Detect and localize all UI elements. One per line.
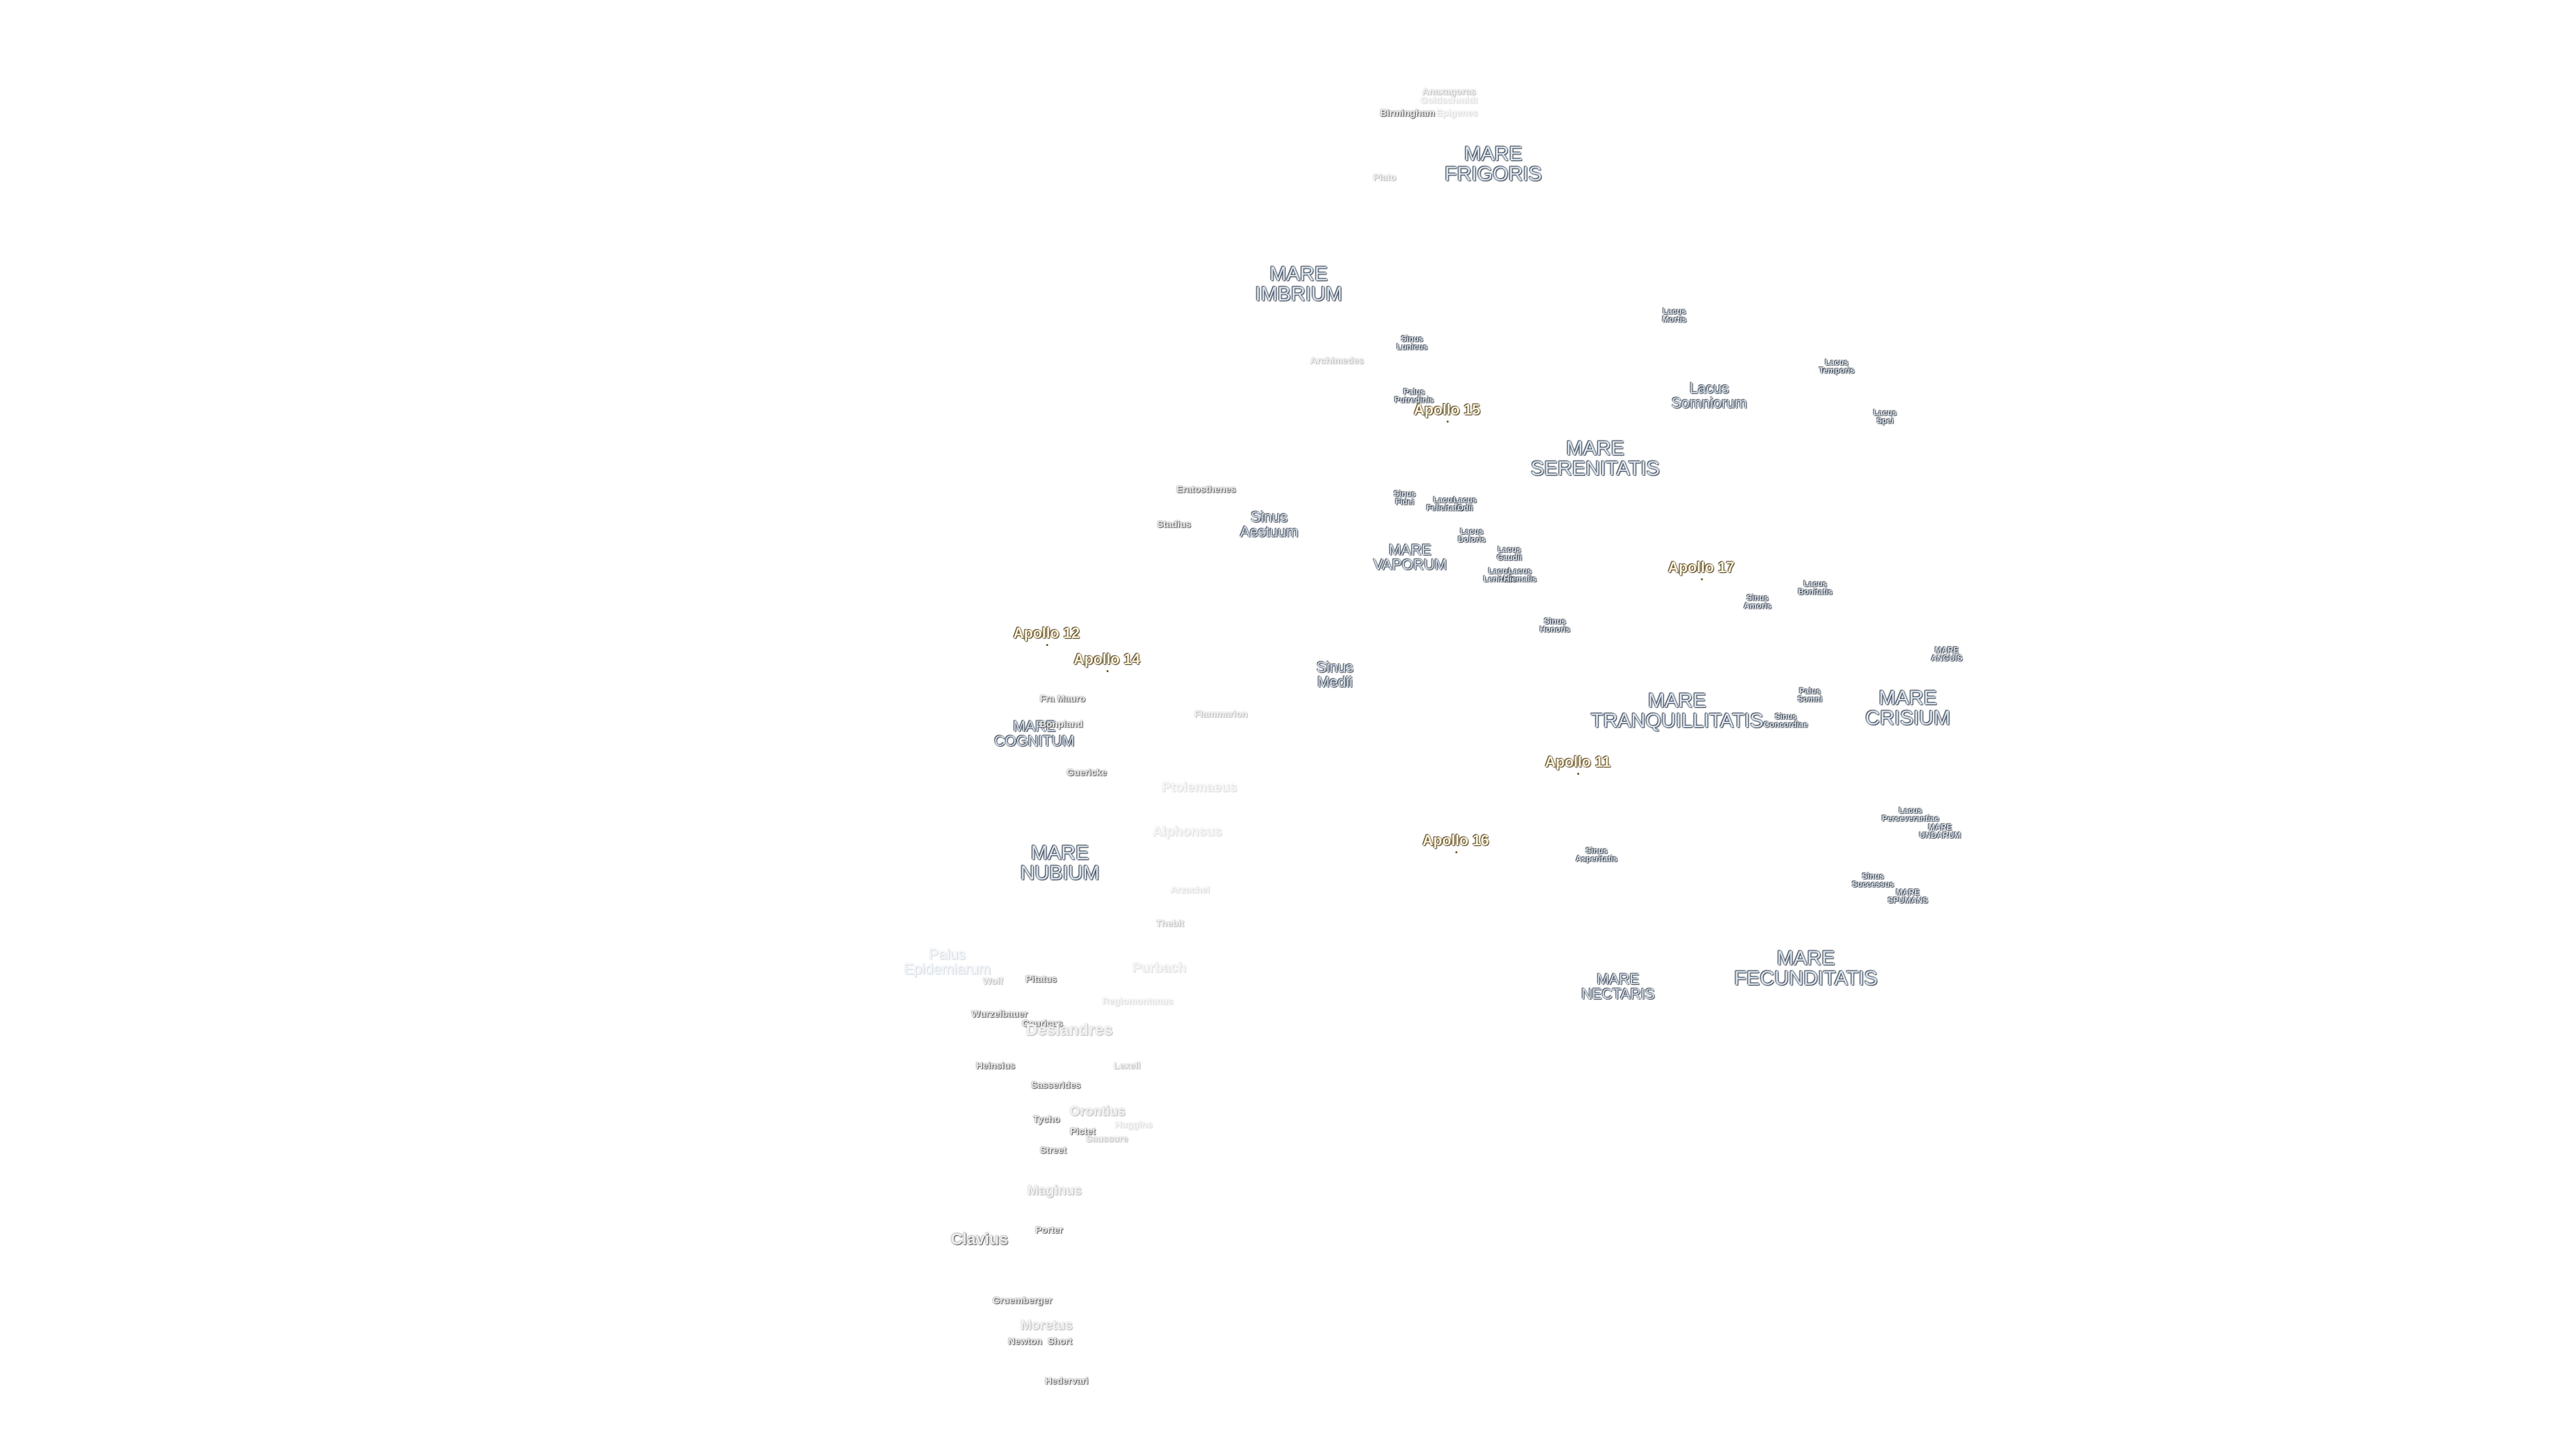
label-tycho: Tycho — [1032, 1114, 1061, 1124]
label-short: Short — [1047, 1336, 1073, 1346]
label-mare-serenitatis: MARE SERENITATIS — [1530, 437, 1660, 480]
label-palus-epidemiarum: Palus Epidemiarum — [904, 946, 991, 977]
label-thebit: Thebit — [1156, 918, 1184, 928]
label-clavius: Clavius — [951, 1230, 1008, 1248]
label-sinus-aestuum: Sinus Aestuum — [1240, 508, 1299, 540]
label-sinus-asperitatis: Sinus Asperitatis — [1575, 846, 1618, 863]
label-lacus-temporis: Lacus Temporis — [1819, 358, 1855, 375]
label-mare-tranquillitatis: MARE TRANQUILLITATIS — [1591, 690, 1764, 732]
label-apollo-14[interactable]: Apollo 14 — [1073, 651, 1140, 672]
label-moretus: Moretus — [1020, 1318, 1073, 1333]
label-eratosthenes: Eratosthenes — [1176, 484, 1236, 494]
label-mare-spumans: MARE SPUMANS — [1887, 888, 1929, 905]
label-palus-somni: Palus Somni — [1797, 686, 1823, 704]
label-lacus-gaudii: Lacus Gaudii — [1497, 545, 1522, 562]
label-porter: Porter — [1035, 1224, 1063, 1235]
label-mare-vaporum: MARE VAPORUM — [1373, 541, 1447, 573]
label-goldschmidt: Goldschmidt — [1420, 95, 1478, 105]
label-mare-imbrium: MARE IMBRIUM — [1255, 263, 1342, 305]
label-guericke: Guericke — [1067, 767, 1107, 777]
label-mare-anguis: MARE ANGUIS — [1931, 645, 1963, 663]
label-lacus-felicitatis: Lacus Felicitatis — [1426, 495, 1464, 513]
label-stadius: Stadius — [1157, 519, 1191, 529]
label-lacus-bonitatis: Lacus Bonitatis — [1798, 579, 1833, 596]
label-deslandres: Deslandres — [1026, 1021, 1113, 1039]
label-pictet: Pictet — [1069, 1126, 1096, 1136]
label-lacus-hiemalis: Lacus Hiemalis — [1503, 566, 1537, 584]
label-plato: Plato — [1373, 172, 1397, 182]
label-mare-nectaris: MARE NECTARIS — [1581, 971, 1655, 1002]
label-arzachel: Arzachel — [1170, 884, 1210, 895]
label-apollo-15[interactable]: Apollo 15 — [1413, 401, 1481, 423]
label-ptolemaeus: Ptolemaeus — [1161, 780, 1238, 795]
label-birmingham: Birmingham — [1380, 107, 1435, 118]
label-apollo-11[interactable]: Apollo 11 — [1545, 753, 1611, 775]
label-mare-nubium: MARE NUBIUM — [1020, 842, 1100, 884]
label-gauricus: Gauricus — [1022, 1018, 1063, 1028]
label-anaxagoras: Anaxagoras — [1421, 86, 1477, 97]
label-regiomontanus: Regiomontanus — [1102, 996, 1173, 1006]
label-mare-crisium: MARE CRISIUM — [1865, 687, 1951, 729]
label-purbach: Purbach — [1132, 961, 1187, 975]
label-sinus-concordiae: Sinus Concordiae — [1763, 712, 1809, 729]
label-huggins: Huggins — [1115, 1119, 1152, 1130]
label-fra-mauro: Fra Mauro — [1040, 693, 1085, 704]
label-lexell: Lexell — [1114, 1060, 1140, 1071]
label-epigenes: Epigenes — [1436, 107, 1479, 118]
label-lacus-somniorum: Lacus Somniorum — [1671, 380, 1748, 411]
label-pitatus: Pitatus — [1025, 973, 1057, 984]
label-saussure: Saussure — [1085, 1133, 1128, 1144]
label-lacus-doloris: Lacus Doloris — [1458, 527, 1486, 544]
label-mare-fecunditatis: MARE FECUNDITATIS — [1734, 947, 1878, 989]
label-gruemberger: Gruemberger — [992, 1295, 1053, 1305]
label-apollo-12[interactable]: Apollo 12 — [1013, 625, 1080, 646]
label-archimedes: Archimedes — [1309, 355, 1364, 366]
label-bonpland: Bonpland — [1039, 718, 1083, 729]
label-apollo-16[interactable]: Apollo 16 — [1422, 832, 1489, 853]
label-lacus-spei: Lacus Spei — [1873, 408, 1897, 425]
label-lacus-mortis: Lacus Mortis — [1662, 307, 1686, 324]
label-maginus: Maginus — [1027, 1183, 1082, 1198]
label-hedervari: Hedervari — [1044, 1375, 1089, 1386]
label-alphonsus: Alphonsus — [1152, 824, 1222, 839]
label-sinus-successus: Sinus Successus — [1851, 871, 1894, 889]
label-mare-frigoris: MARE FRIGORIS — [1444, 143, 1542, 185]
label-apollo-17[interactable]: Apollo 17 — [1668, 559, 1735, 580]
label-sasserides: Sasserides — [1031, 1079, 1081, 1090]
label-newton: Newton — [1008, 1336, 1042, 1346]
label-wolf: Wolf — [982, 975, 1004, 986]
label-sinus-honoris: Sinus Honoris — [1540, 616, 1570, 634]
label-lacus-odii: Lacus Odii — [1453, 495, 1477, 513]
label-lacus-perseverantiae: Lacus Perseverantiae — [1882, 806, 1939, 823]
label-wurzelbauer: Wurzelbauer — [971, 1008, 1028, 1019]
label-sinus-lunicus: Sinus Lunicus — [1396, 334, 1428, 352]
label-street: Street — [1040, 1144, 1067, 1155]
label-orontius: Orontius — [1069, 1104, 1126, 1119]
label-sinus-fidei: Sinus Fidei — [1393, 489, 1416, 506]
label-heinsius: Heinsius — [975, 1060, 1016, 1071]
label-mare-cognitum: MARE COGNITUM — [994, 718, 1075, 749]
label-lacus-lenitatis: Lacus Lenitatis — [1483, 566, 1517, 584]
label-sinus-amoris: Sinus Amoris — [1743, 593, 1772, 610]
label-flammarion: Flammarion — [1194, 708, 1248, 719]
label-palus-putredinis: Palus Putredinis — [1394, 387, 1434, 405]
label-mare-undarum: MARE UNDARUM — [1919, 822, 1961, 840]
label-sinus-medii: Sinus Medii — [1316, 659, 1354, 690]
